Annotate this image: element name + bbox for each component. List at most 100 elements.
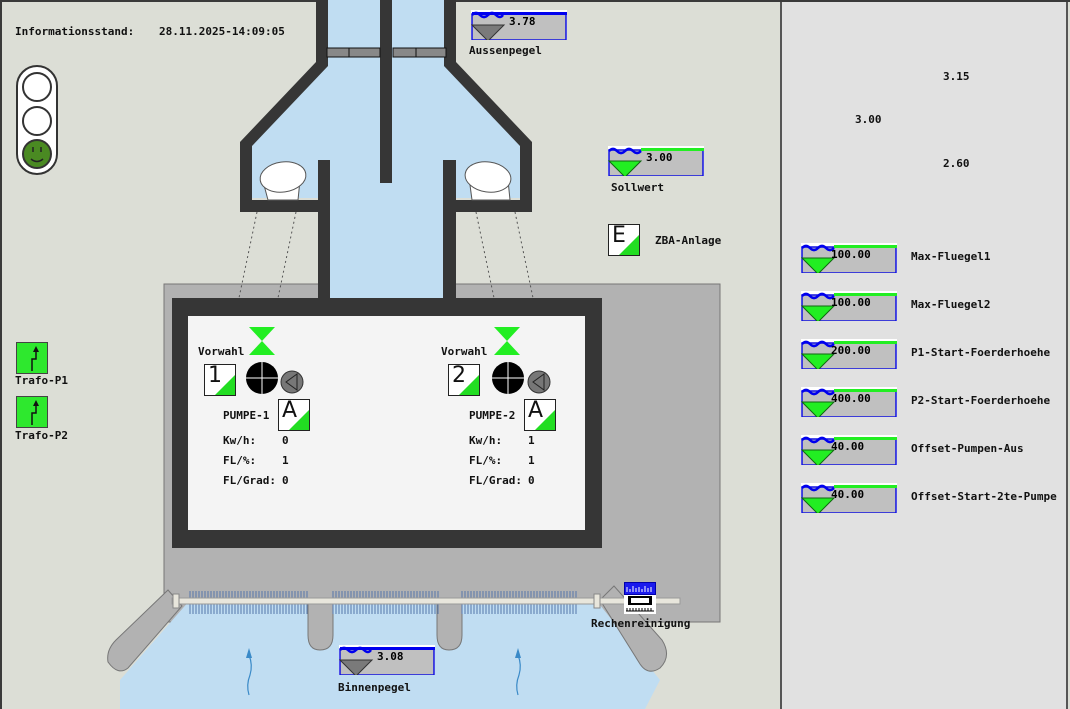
pump-2-fl-pct-key: FL/%:	[469, 454, 503, 467]
parameter-label: P2-Start-Foerderhoehe	[911, 394, 1051, 407]
flow-arrow	[516, 654, 521, 696]
pump-1-auto-button[interactable]: A	[278, 399, 310, 431]
gauge-value: 40.00	[831, 440, 865, 453]
rechenreinigung-button[interactable]	[624, 582, 656, 614]
pump-1-fl-pct-key: FL/%:	[223, 454, 257, 467]
light-red	[22, 72, 52, 102]
pump-inlet-left	[259, 161, 307, 201]
gauge-value: 100.00	[831, 248, 871, 261]
parameter-gauge[interactable]: 100.00	[801, 291, 897, 321]
pump-2-auto-button[interactable]: A	[524, 399, 556, 431]
pump-2-name: PUMPE-2	[469, 409, 516, 422]
parameter-label: Offset-Start-2te-Pumpe	[911, 490, 1057, 503]
trafo-p1-label: Trafo-P1	[15, 374, 68, 387]
binnenpegel-gauge[interactable]: 3.08	[339, 645, 435, 675]
mode-indicator-icon	[619, 235, 639, 255]
mode-indicator-icon	[535, 410, 555, 430]
plant-schematic	[16, 0, 721, 709]
pump-1-name: PUMPE-1	[223, 409, 270, 422]
pump-1-fl-grad-key: FL/Grad:	[223, 474, 276, 487]
gauge-value: 3.08	[377, 650, 404, 663]
parameter-label: Max-Fluegel1	[911, 250, 991, 263]
pump-2-select-button[interactable]: 2	[448, 364, 480, 396]
gauge-value: 3.78	[509, 15, 536, 28]
aussenpegel-gauge[interactable]: 3.78	[471, 10, 567, 40]
level-gauge-icon	[339, 645, 435, 675]
gauge-value: 3.00	[646, 151, 673, 164]
trafo-p2-button[interactable]	[16, 396, 48, 428]
level-gauge-icon	[801, 387, 897, 417]
pier	[307, 599, 334, 651]
sollwert-gauge[interactable]: 3.00	[608, 146, 704, 176]
info-timestamp: 28.11.2025-14:09:05	[159, 25, 285, 38]
pump-inlet-right	[464, 161, 512, 201]
rake-cleaner-icon	[624, 582, 656, 614]
aussenpegel-label: Aussenpegel	[469, 44, 542, 57]
parameter-gauge[interactable]: 200.00	[801, 339, 897, 369]
trafo-p2-label: Trafo-P2	[15, 429, 68, 442]
vorwahl-valve-icon	[249, 327, 275, 341]
pump-1-fl-grad-value: 0	[282, 474, 289, 487]
level-upper: 3.15	[943, 70, 970, 83]
gauge-value: 40.00	[831, 488, 865, 501]
flow-arrow-head	[515, 648, 521, 658]
pump-1-kwh-key: Kw/h:	[223, 434, 257, 447]
mode-indicator-icon	[215, 375, 235, 395]
pump-2-fl-pct-value: 1	[528, 454, 535, 467]
zba-label: ZBA-Anlage	[655, 234, 722, 247]
parameter-gauge[interactable]: 40.00	[801, 435, 897, 465]
parameter-label: Offset-Pumpen-Aus	[911, 442, 1024, 455]
pump-1-kwh-value: 0	[282, 434, 289, 447]
parameter-gauge[interactable]: 40.00	[801, 483, 897, 513]
pump-2-vorwahl-label: Vorwahl	[441, 345, 488, 358]
level-middle: 3.00	[855, 113, 882, 126]
info-label: Informationsstand:	[15, 25, 135, 38]
smiley-icon	[30, 158, 44, 163]
pier	[436, 599, 463, 651]
level-gauge-icon	[801, 339, 897, 369]
level-gauge-icon	[801, 243, 897, 273]
lightning-icon	[31, 400, 39, 425]
level-gauge-icon	[801, 483, 897, 513]
sollwert-label: Sollwert	[611, 181, 664, 194]
rake-rail	[171, 597, 681, 605]
mode-indicator-icon	[289, 410, 309, 430]
lightning-icon	[31, 346, 39, 371]
parameter-gauge[interactable]: 400.00	[801, 387, 897, 417]
zba-mode-button[interactable]: E	[608, 224, 640, 256]
pump-1-select-button[interactable]: 1	[204, 364, 236, 396]
rail-stop-right	[593, 593, 601, 609]
level-gauge-icon	[801, 291, 897, 321]
traffic-light	[16, 65, 58, 175]
pump-1-symbol	[246, 362, 304, 394]
level-gauge-icon	[608, 146, 704, 176]
pump-2-fl-grad-key: FL/Grad:	[469, 474, 522, 487]
pump-2-fl-grad-value: 0	[528, 474, 535, 487]
pump-2-symbol	[492, 362, 551, 394]
mode-indicator-icon	[459, 375, 479, 395]
gauge-value: 100.00	[831, 296, 871, 309]
pump-1-fl-pct-value: 1	[282, 454, 289, 467]
gauge-value: 400.00	[831, 392, 871, 405]
level-gauge-icon	[471, 10, 567, 40]
pump-2-kwh-key: Kw/h:	[469, 434, 503, 447]
channel-walls	[172, 0, 602, 548]
binnenpegel-label: Binnenpegel	[338, 681, 411, 694]
flow-arrow-head	[246, 648, 252, 658]
pump-2-kwh-value: 1	[528, 434, 535, 447]
rechenreinigung-label: Rechenreinigung	[591, 617, 691, 630]
parameter-label: Max-Fluegel2	[911, 298, 991, 311]
flow-arrow	[247, 654, 252, 696]
parameter-label: P1-Start-Foerderhoehe	[911, 346, 1051, 359]
gauge-value: 200.00	[831, 344, 871, 357]
level-gauge-icon	[801, 435, 897, 465]
parameter-gauge[interactable]: 100.00	[801, 243, 897, 273]
light-green	[22, 139, 52, 169]
basin-wall-right	[599, 585, 667, 672]
light-yellow	[22, 106, 52, 136]
pump-1-vorwahl-label: Vorwahl	[198, 345, 245, 358]
level-lower: 2.60	[943, 157, 970, 170]
trafo-p1-button[interactable]	[16, 342, 48, 374]
rail-stop-left	[172, 593, 180, 609]
